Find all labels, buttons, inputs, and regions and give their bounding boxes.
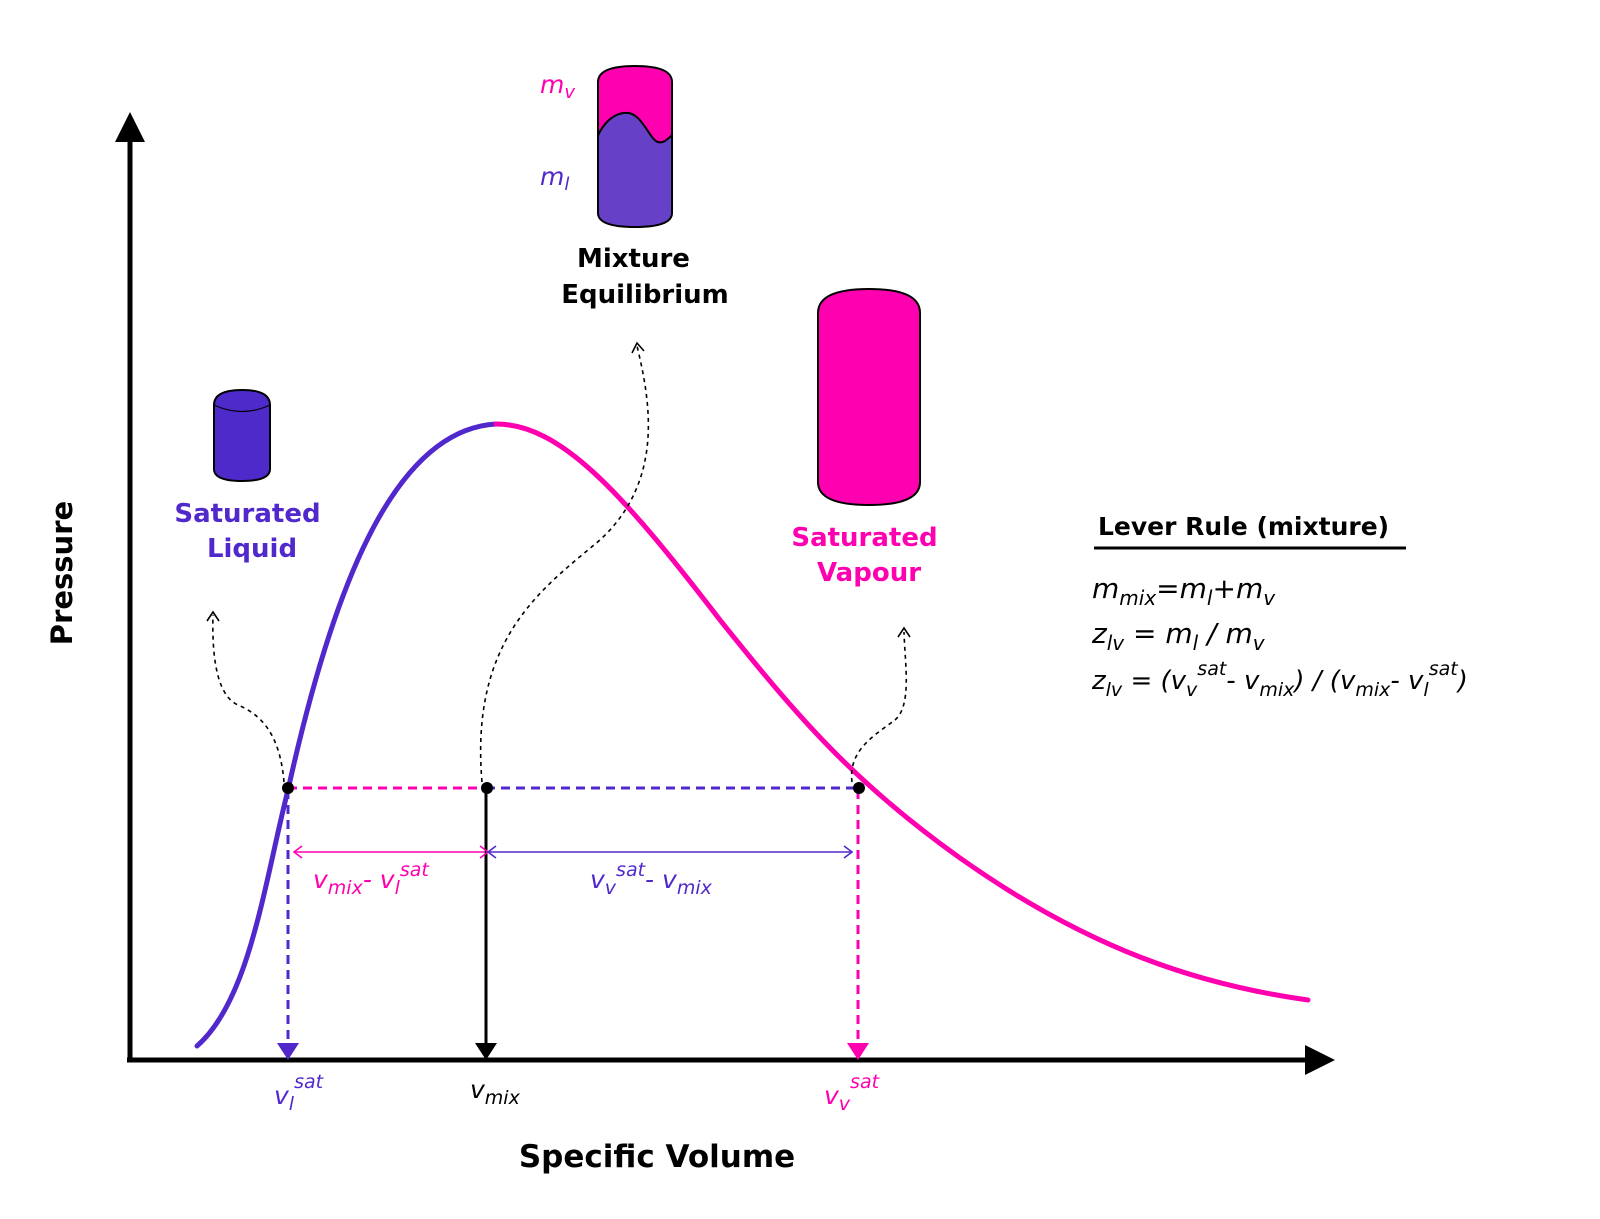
vl-sat-arrowhead xyxy=(277,1043,299,1060)
saturated-liquid-curve xyxy=(194,421,499,1049)
vv-sat-tick-label: vvsat xyxy=(824,1071,881,1115)
saturated-vapour-label: Saturated Vapour xyxy=(791,523,946,588)
lever-rule-equation-1: mmix=ml+mv xyxy=(1092,572,1276,610)
y-axis-label: Pressure xyxy=(45,501,79,645)
vmix-arrowhead xyxy=(475,1043,497,1060)
saturated-vapour-curve xyxy=(493,421,1311,1003)
y-axis-arrowhead xyxy=(115,112,145,142)
vapour-pointer-arrow xyxy=(850,626,911,783)
saturated-liquid-label: Saturated Liquid xyxy=(174,499,329,564)
lever-rule-equation-2: zlv = ml / mv xyxy=(1091,617,1266,655)
saturated-vapour-cylinder xyxy=(817,287,921,507)
vmix-tick-label: vmix xyxy=(470,1075,521,1109)
vl-sat-tick-label: vlsat xyxy=(274,1071,325,1115)
lever-rule-equation-3: zlv = (vvsat- vmix) / (vmix- vlsat) xyxy=(1091,658,1468,701)
vapour-mass-label: mv xyxy=(540,70,575,103)
saturated-vapour-point xyxy=(853,782,865,794)
saturated-liquid-point xyxy=(282,782,294,794)
liquid-mass-label: ml xyxy=(540,162,569,195)
mixture-pointer-arrow xyxy=(479,341,650,783)
right-span-label: vvsat- vmix xyxy=(590,859,713,899)
mixture-equilibrium-label: Mixture Equilibrium xyxy=(561,244,729,310)
mixture-point xyxy=(481,782,493,794)
left-span-label: vmix- vlsat xyxy=(313,859,430,899)
right-span-arrow xyxy=(486,845,854,859)
x-axis-arrowhead xyxy=(1305,1045,1335,1075)
vv-sat-arrowhead xyxy=(847,1043,869,1060)
left-span-arrow xyxy=(292,845,490,859)
x-axis-label: Specific Volume xyxy=(519,1139,795,1175)
saturated-liquid-cylinder xyxy=(213,388,271,483)
liquid-pointer-arrow xyxy=(206,610,285,783)
mixture-cylinder xyxy=(597,64,673,229)
lever-rule-title: Lever Rule (mixture) xyxy=(1098,512,1389,541)
